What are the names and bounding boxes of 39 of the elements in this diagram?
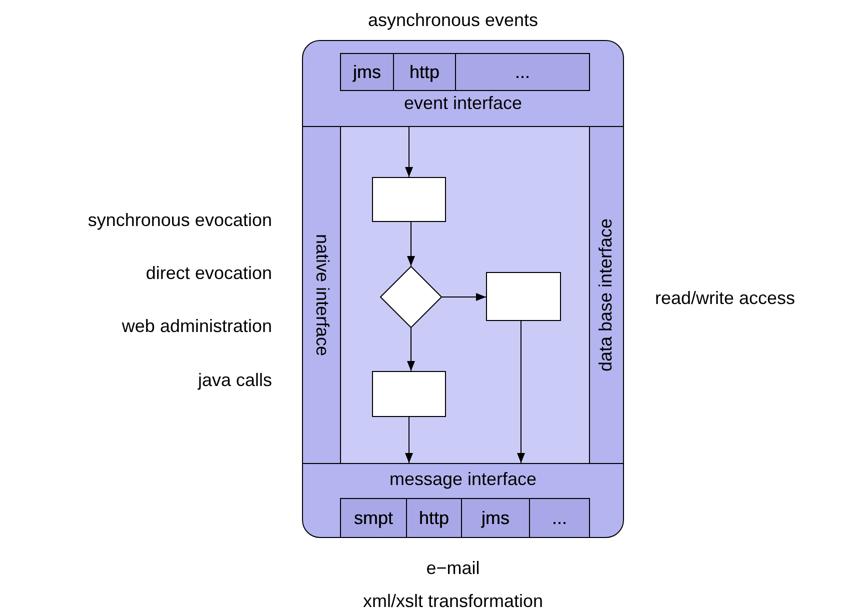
protocol-tab [455, 53, 590, 91]
arrow [405, 416, 413, 464]
protocol-tab [340, 498, 407, 538]
protocol-tab [393, 53, 456, 91]
process-box [372, 371, 446, 417]
container-box [302, 40, 624, 538]
arrow [517, 320, 525, 464]
caption-text: xml/xslt transformation [362, 590, 544, 612]
band-label: http [418, 507, 450, 530]
caption-text: asynchronous events [368, 9, 538, 31]
band-label: native interface [312, 234, 332, 356]
protocol-tab [340, 53, 394, 91]
process-box [372, 177, 446, 222]
decision-diamond [380, 266, 442, 328]
side-label: read/write access [655, 287, 796, 309]
side-label: java calls [198, 369, 272, 391]
band-label: jms [353, 61, 381, 84]
band-label: data base interface [596, 218, 616, 372]
band-label: jms [482, 507, 510, 530]
protocol-tab [406, 498, 462, 538]
process-box [486, 272, 561, 321]
process-panel [340, 126, 590, 464]
band-label: ... [552, 507, 567, 530]
arrow [407, 222, 415, 266]
band-label: smpt [354, 507, 393, 530]
band-label: ... [514, 61, 530, 84]
side-label: synchronous evocation [88, 209, 272, 231]
arrow [442, 293, 486, 301]
band-label: message interface [389, 469, 537, 490]
band-label: event interface [404, 93, 522, 114]
band-label: http [409, 61, 440, 84]
protocol-tab [461, 498, 530, 538]
side-label: web administration [122, 315, 272, 337]
caption-text: e−mail [426, 557, 480, 579]
protocol-tab [529, 498, 590, 538]
side-label: direct evocation [146, 262, 272, 284]
interface-band [303, 463, 623, 537]
arrow [407, 328, 415, 372]
arrow [405, 126, 413, 178]
